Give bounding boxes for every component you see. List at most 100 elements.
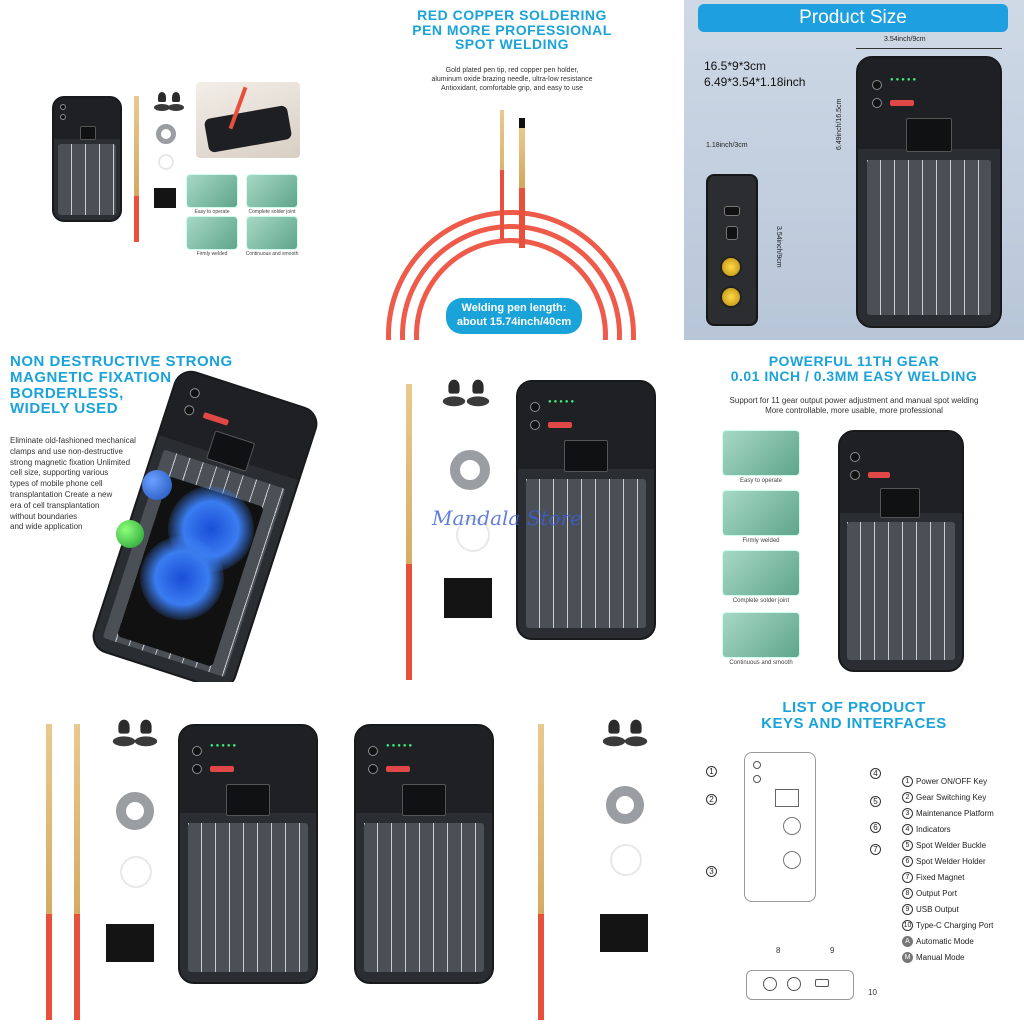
body-line: and wide application (10, 522, 83, 532)
legend-label: Spot Welder Holder (916, 857, 986, 866)
output-port (720, 256, 742, 278)
badge-line: Welding pen length: (461, 302, 567, 314)
caption: Firmly welded (742, 538, 780, 544)
magnet-icon (466, 379, 490, 411)
insulation-pad (600, 914, 648, 952)
usb-cable (158, 154, 174, 170)
device-side-view (706, 174, 758, 326)
usb-cable (456, 518, 490, 552)
usb-port (724, 206, 740, 216)
insulation-pad (154, 188, 176, 208)
caption: Continuous and smooth (245, 251, 299, 257)
magnet-icon (112, 719, 136, 751)
body-line: without boundaries (10, 511, 78, 521)
desc-line: Support for 11 gear output power adjustm… (729, 396, 979, 405)
desc-line: Antioxidant, comfortable grip, and easy … (440, 85, 584, 93)
caption: Easy to operate (194, 209, 230, 215)
height-label: 6.49inch/16.5cm (836, 98, 843, 150)
legend-number: 7 (902, 872, 913, 883)
panel-product-size: Product Size 16.5*9*3cm 6.49*3.54*1.18in… (684, 0, 1024, 340)
headline-line: NON DESTRUCTIVE STRONG (10, 353, 233, 370)
headline-line: RED COPPER SOLDERING (417, 7, 607, 23)
depth-label: 1.18inch/3cm (706, 142, 748, 149)
body-line: clamps and use non-destructive (10, 446, 123, 456)
welding-pen (46, 724, 52, 1020)
legend-label: Spot Welder Buckle (916, 841, 987, 850)
size-cm: 16.5*9*3cm (704, 59, 767, 73)
magnetic-glow (140, 536, 224, 620)
caption: Firmly welded (196, 251, 228, 257)
legend-number: 4 (902, 824, 913, 835)
usb-cable (120, 856, 152, 888)
caption: Complete solder joint (732, 598, 790, 604)
washer-ring (450, 450, 490, 490)
thumb-complete-joint (246, 174, 298, 208)
thumb-continuous (722, 612, 800, 658)
legend-label: Power ON/OFF Key (916, 777, 988, 786)
panel-kit-contents: ●●●●● Mandala Store (342, 342, 682, 682)
indicator-leds: ●●●●● (548, 399, 577, 405)
magnet-icon (154, 92, 170, 114)
pen-length-badge: Welding pen length: about 15.74inch/40cm (446, 298, 582, 334)
magnet-icon (134, 719, 158, 751)
size-text: 16.5*9*3cm 6.49*3.54*1.18inch (704, 58, 805, 90)
legend-label: Indicators (916, 825, 951, 834)
device-outline (744, 752, 816, 902)
legend-label: Maintenance Platform (916, 809, 994, 818)
thumb-easy-to-operate (186, 174, 238, 208)
headline-line: POWERFUL 11TH GEAR (768, 353, 940, 369)
legend-label: Fixed Magnet (916, 873, 965, 882)
connector-plug (519, 118, 525, 248)
headline-line: 0.01 INCH / 0.3MM EASY WELDING (730, 367, 978, 384)
legend-number: 1 (902, 776, 913, 787)
legend-label: Gear Switching Key (916, 793, 987, 802)
legend-number: 8 (902, 888, 913, 899)
body-line: strong magnetic fixation Unlimited (10, 457, 131, 467)
panel-kit-left: ●●●●● (0, 684, 340, 1024)
callout-10: 10 (868, 988, 877, 997)
callout-7: 7 (870, 844, 881, 855)
body-line: Eliminate old-fashioned mechanical (10, 436, 136, 445)
insulation-pad (106, 924, 154, 962)
body-line: transplantation Create a new (10, 489, 113, 499)
headline-line: WIDELY USED (10, 400, 119, 418)
welding-pen (500, 110, 504, 240)
output-port (720, 286, 742, 308)
indicator-leds: ●●●●● (890, 77, 919, 83)
caption: Complete solder joint (248, 209, 296, 215)
device-side-outline (746, 970, 854, 1000)
blue-magnet-icon (142, 470, 172, 500)
legend-number: 6 (902, 856, 913, 867)
legend-label: Automatic Mode (916, 937, 974, 946)
headline: RED COPPER SOLDERING PEN MORE PROFESSION… (342, 8, 682, 52)
usb-cable (610, 844, 642, 876)
headline: POWERFUL 11TH GEAR 0.01 INCH / 0.3MM EAS… (684, 354, 1024, 383)
watermark: Mandala Store (432, 506, 582, 530)
callout-3: 3 (706, 866, 717, 877)
caption: Easy to operate (739, 478, 783, 484)
panel-copper-pen: RED COPPER SOLDERING PEN MORE PROFESSION… (342, 0, 682, 340)
side-height-label: 3.54inch/9cm (775, 226, 782, 268)
welding-pen (538, 724, 544, 1020)
callout-2: 2 (706, 794, 717, 805)
headline: LIST OF PRODUCT KEYS AND INTERFACES (684, 700, 1024, 732)
legend-number: 9 (902, 904, 913, 915)
size-title-bar: Product Size (698, 4, 1008, 32)
headline-line: KEYS AND INTERFACES (761, 714, 947, 732)
washer-ring (606, 786, 644, 824)
legend-label: Output Port (916, 889, 957, 898)
size-inch: 6.49*3.54*1.18inch (704, 75, 806, 90)
headline-line: MAGNETIC FIXATION (10, 368, 172, 386)
desc-line: More controllable, more usable, more pro… (765, 406, 943, 416)
body-line: types of mobile phone cell (10, 479, 103, 489)
